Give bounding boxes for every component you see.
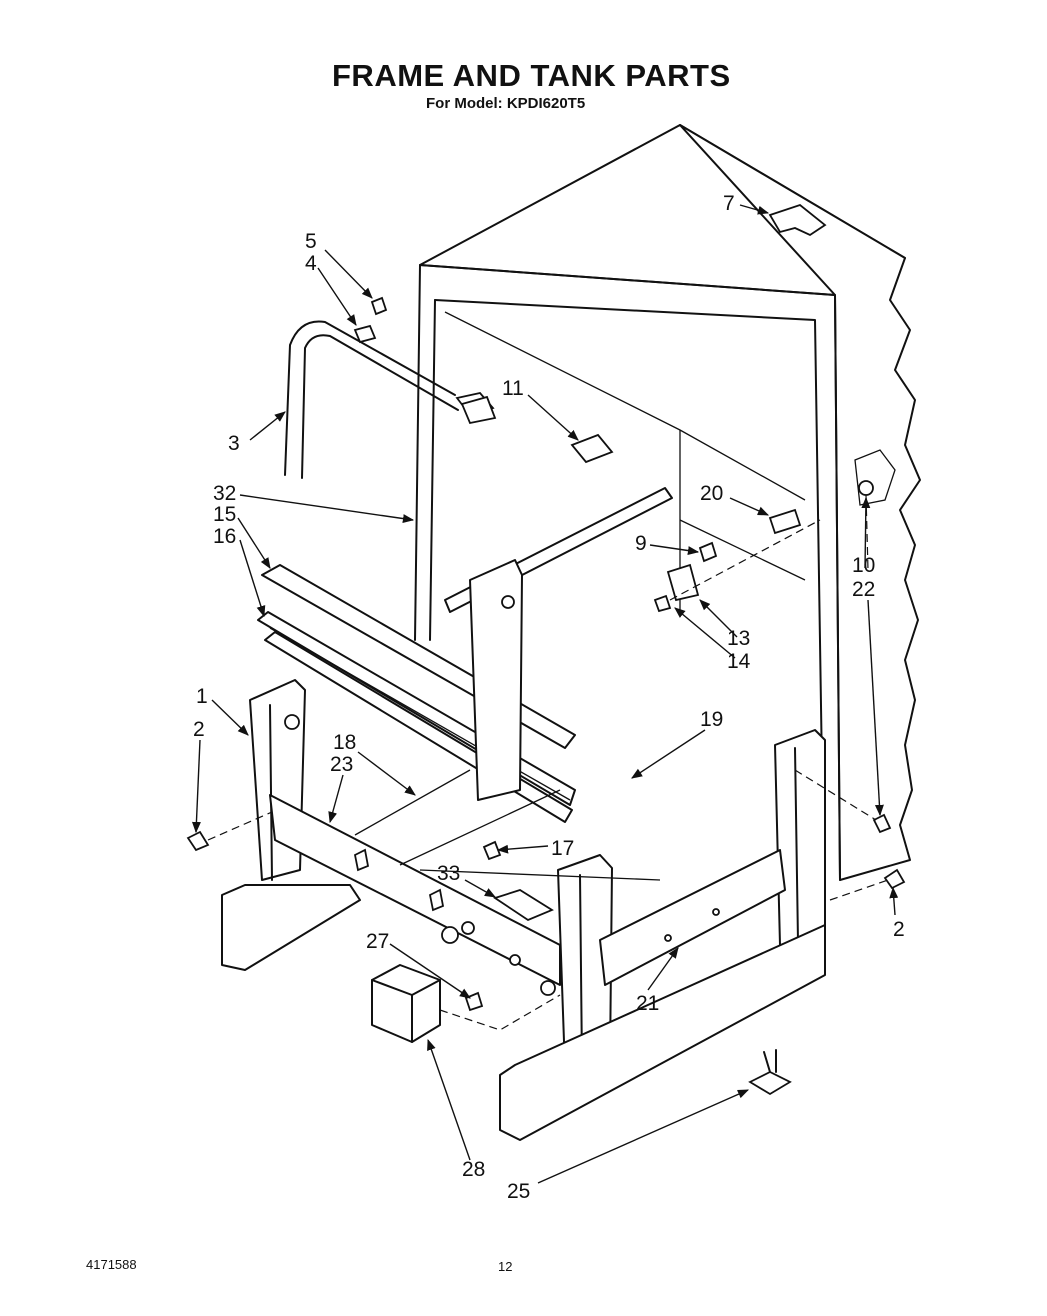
callout-16: 16 bbox=[213, 525, 236, 548]
base-frame bbox=[221, 559, 826, 1141]
callout-2-left: 2 bbox=[193, 718, 205, 741]
callout-22: 22 bbox=[852, 578, 875, 601]
callout-32: 32 bbox=[213, 482, 236, 505]
part-27-screw bbox=[464, 991, 484, 1012]
part-5-screw bbox=[370, 296, 388, 316]
part-9-fastener bbox=[698, 541, 718, 563]
callout-19: 19 bbox=[700, 708, 723, 731]
part-10-nut bbox=[858, 480, 874, 496]
part-20-spacer bbox=[768, 508, 802, 535]
callout-2-right: 2 bbox=[893, 918, 905, 941]
callout-11: 11 bbox=[502, 377, 524, 400]
callout-18: 18 bbox=[333, 731, 356, 754]
callout-4: 4 bbox=[305, 252, 317, 275]
callout-17: 17 bbox=[551, 837, 574, 860]
callout-labels: 5 4 3 7 11 32 15 16 20 9 10 22 13 14 1 2… bbox=[193, 192, 905, 1203]
callout-13: 13 bbox=[727, 627, 750, 650]
small-parts bbox=[186, 480, 906, 1096]
callout-20: 20 bbox=[700, 482, 723, 505]
model-subtitle: For Model: KPDI620T5 bbox=[426, 95, 586, 112]
callout-3: 3 bbox=[228, 432, 240, 455]
callout-33: 33 bbox=[437, 862, 460, 885]
page-number: 12 bbox=[498, 1259, 513, 1274]
callout-10: 10 bbox=[852, 554, 875, 577]
callout-15: 15 bbox=[213, 503, 236, 526]
callout-5: 5 bbox=[305, 230, 317, 253]
callout-28: 28 bbox=[462, 1158, 485, 1181]
callout-25: 25 bbox=[507, 1180, 530, 1203]
page-title: FRAME AND TANK PARTS bbox=[332, 58, 731, 93]
part-33-block bbox=[492, 889, 554, 922]
callout-1: 1 bbox=[196, 685, 208, 708]
tank bbox=[414, 124, 921, 881]
callout-9: 9 bbox=[635, 532, 647, 555]
part-14-screw bbox=[653, 594, 672, 613]
callout-21: 21 bbox=[636, 992, 659, 1015]
part-4-block bbox=[353, 324, 377, 344]
part-2-screw-left bbox=[186, 830, 210, 852]
callout-7: 7 bbox=[723, 192, 735, 215]
part-28-box bbox=[371, 964, 441, 1043]
part-25-leg bbox=[748, 1070, 792, 1096]
part-7-clip bbox=[768, 203, 827, 237]
part-3-tube bbox=[284, 296, 497, 479]
leader-arrows bbox=[191, 204, 899, 1184]
callout-14: 14 bbox=[727, 650, 751, 673]
assembly-lines bbox=[207, 494, 889, 1031]
part-2-screw-right bbox=[883, 868, 906, 890]
part-22-screw bbox=[872, 813, 892, 834]
part-13-bracket bbox=[666, 563, 700, 602]
part-17-screw bbox=[482, 840, 502, 861]
part-11-bracket bbox=[570, 433, 614, 464]
document-number: 4171588 bbox=[86, 1257, 137, 1272]
callout-23: 23 bbox=[330, 753, 353, 776]
callout-27: 27 bbox=[366, 930, 389, 953]
